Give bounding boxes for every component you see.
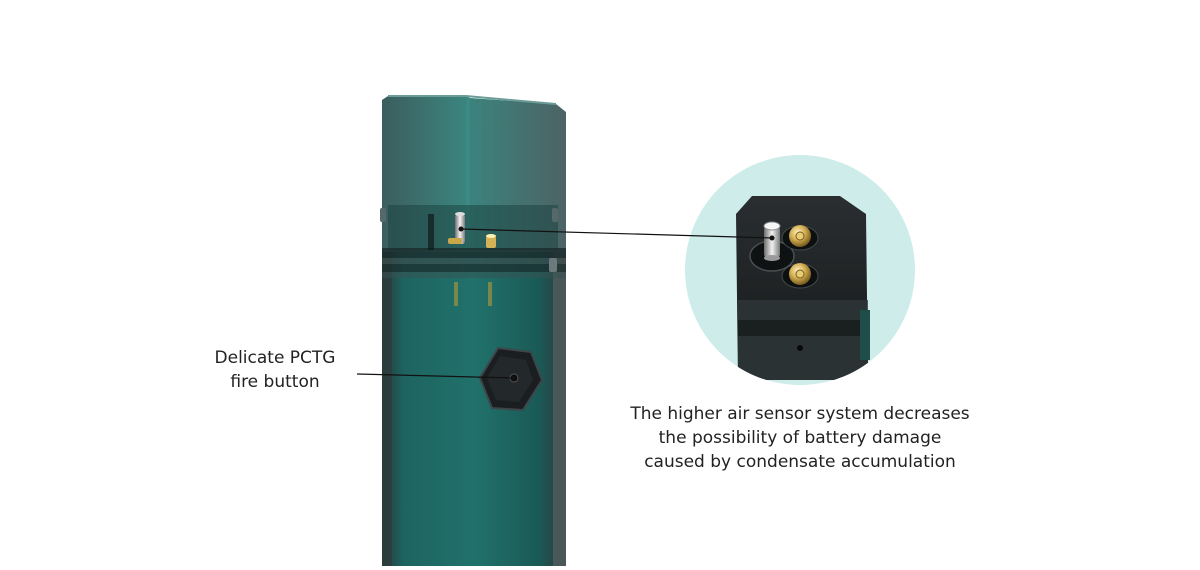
air-sensor-caption-line-1: The higher air sensor system decreases [630, 404, 970, 424]
fire-button-caption-line-2: fire button [230, 372, 320, 392]
fire-button [478, 346, 544, 412]
fire-button-caption-line-1: Delicate PCTG [214, 348, 336, 368]
air-sensor-caption-line-3: caused by condensate accumulation [644, 452, 956, 472]
air-sensor-caption-line-2: the possibility of battery damage [658, 428, 942, 448]
air-sensor-caption: The higher air sensor system decreases t… [600, 402, 1000, 474]
leader-line-fire-button [356, 373, 516, 380]
device-body [380, 95, 566, 566]
device-air-sensor-pin [428, 212, 496, 306]
fire-button-caption: Delicate PCTG fire button [190, 346, 360, 394]
air-sensor-detail-inset [685, 155, 915, 385]
leader-line-air-sensor [458, 226, 775, 241]
